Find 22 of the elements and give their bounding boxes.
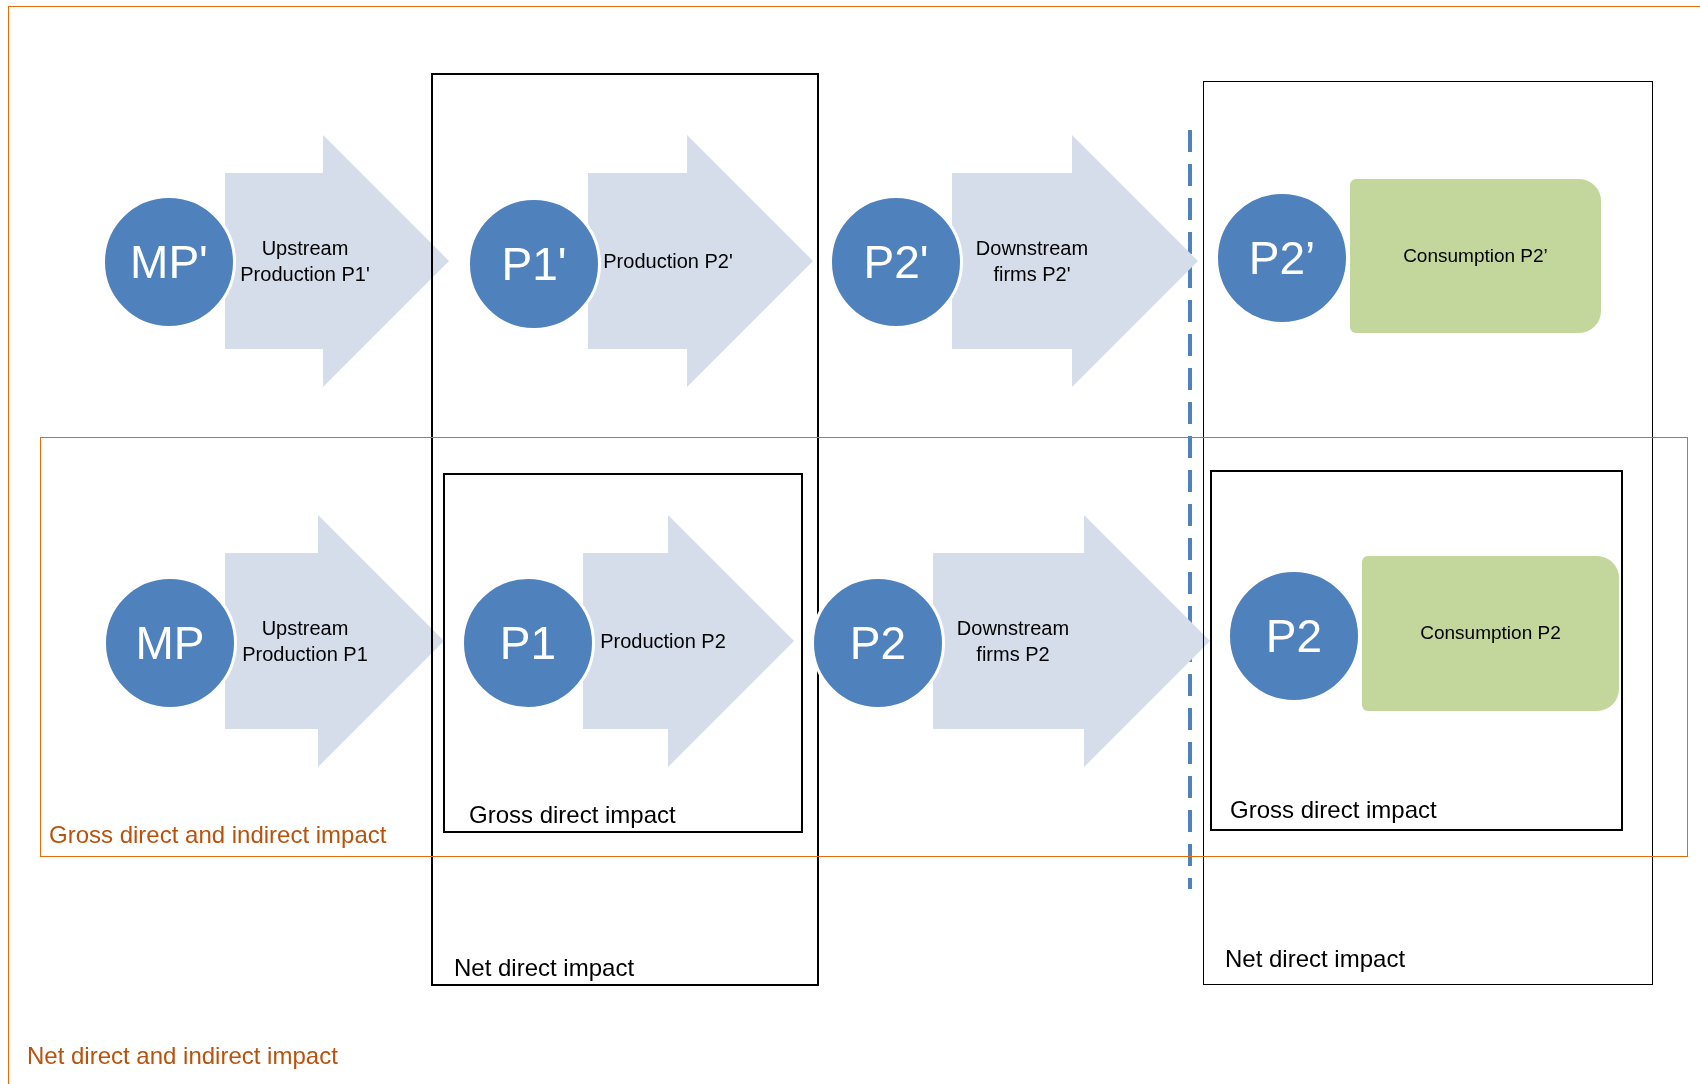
edge-label: Upstream Production P1' <box>240 236 370 287</box>
edge-label: Production P2 <box>599 629 727 654</box>
block-arrow <box>588 135 813 387</box>
rounded-box: Consumption P2’ <box>1350 179 1601 333</box>
group-frame <box>1210 470 1623 831</box>
block-arrow <box>225 135 449 387</box>
group-frame <box>443 473 803 833</box>
block-arrow <box>952 135 1198 387</box>
frame-label: Net direct impact <box>454 954 635 982</box>
frame-label: Net direct and indirect impact <box>27 1042 338 1070</box>
block-arrow <box>583 515 794 767</box>
edge-label: Upstream Production P1 <box>241 616 369 667</box>
frame-label: Gross direct impact <box>469 801 676 829</box>
edge-label: Production P2' <box>603 249 733 274</box>
edge-label: Downstream firms P2' <box>974 236 1090 287</box>
frame-label: Gross direct impact <box>1230 796 1437 824</box>
block-arrow <box>933 515 1210 767</box>
frame-label: Gross direct and indirect impact <box>49 821 387 849</box>
frame-label: Net direct impact <box>1225 945 1406 973</box>
rounded-box: Consumption P2 <box>1362 556 1619 711</box>
block-arrow <box>225 515 444 767</box>
edge-label: Downstream firms P2 <box>955 616 1071 667</box>
